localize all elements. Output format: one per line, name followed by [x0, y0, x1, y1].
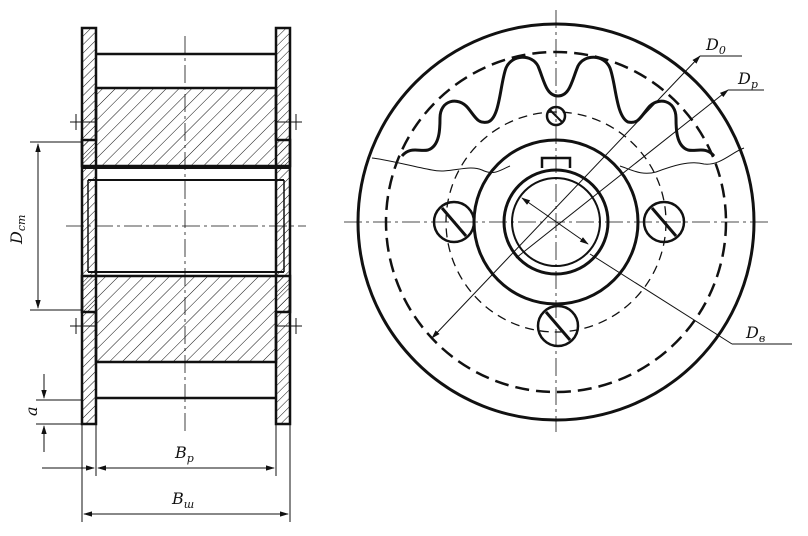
- leader-d-v: [521, 197, 792, 345]
- upper-hatched-body: [80, 86, 292, 168]
- dimension-d-st: [30, 141, 82, 311]
- label-d-p: Dp: [737, 69, 758, 91]
- lower-hatched-body: [80, 274, 292, 364]
- label-b-p: Bp: [174, 443, 194, 465]
- side-section-view: [66, 26, 306, 432]
- leader-d-0: [431, 55, 742, 339]
- dimension-b-p: [42, 424, 277, 476]
- front-view: [344, 10, 768, 432]
- label-d-0: D0: [705, 35, 726, 57]
- label-a: a: [22, 406, 41, 416]
- label-d-st: Dcm: [7, 215, 28, 245]
- dimension-b-sh: [81, 424, 291, 522]
- screw-bottom: [536, 304, 580, 348]
- dimension-a: [36, 374, 82, 452]
- label-d-v: Dв: [745, 323, 765, 345]
- label-b-sh: Bш: [171, 489, 194, 511]
